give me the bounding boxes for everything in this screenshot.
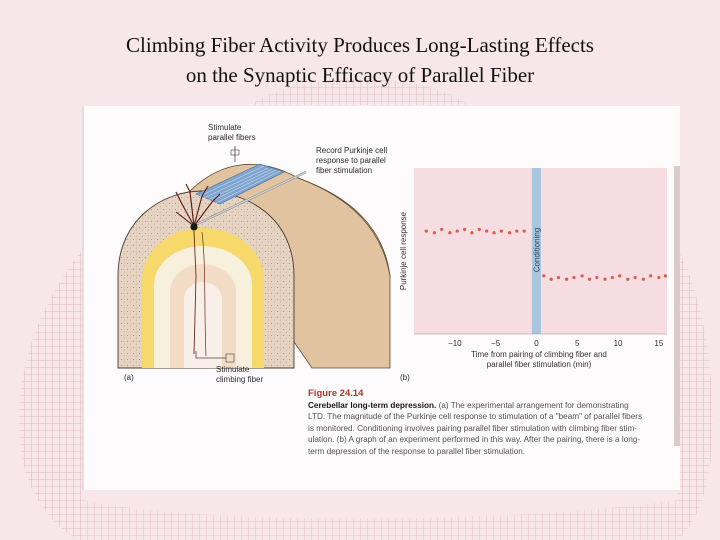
panel-b-label: (b) — [400, 373, 410, 382]
data-point — [641, 277, 645, 281]
y-axis-label: Purkinje cell response — [399, 211, 408, 290]
x-axis-label-line-1: Time from pairing of climbing fiber and — [471, 350, 607, 359]
data-point — [633, 275, 637, 280]
x-tick-label: 0 — [534, 339, 539, 348]
figure-panels: Stimulate parallel fibers Record Purkinj… — [117, 123, 667, 384]
title-line-2: on the Synaptic Efficacy of Parallel Fib… — [185, 63, 535, 87]
panel-a-labels: Stimulate parallel fibers Record Purkinj… — [124, 123, 387, 384]
data-point — [603, 277, 607, 281]
data-point — [477, 227, 481, 232]
label-stimulate-climbing-2: climbing fiber — [216, 375, 263, 384]
figure-caption: Figure 24.14 Cerebellar long-term depres… — [308, 388, 678, 458]
x-tick-labels: −10 −5 0 5 10 15 — [448, 339, 664, 348]
label-stimulate-climbing-1: Stimulate — [216, 365, 250, 374]
label-stimulate-parallel-2: parallel fibers — [208, 133, 256, 142]
data-point — [587, 277, 592, 281]
figure-title: Cerebellar long-term depression. — [308, 400, 437, 410]
data-point — [470, 231, 474, 235]
data-point — [492, 231, 496, 235]
folium-illustration — [117, 146, 391, 369]
data-point — [522, 229, 526, 233]
data-point — [549, 277, 553, 281]
x-tick-label: 10 — [614, 339, 623, 348]
x-tick-label: −10 — [448, 339, 462, 348]
panel-a-label: (a) — [124, 373, 134, 382]
data-point — [515, 229, 519, 233]
data-point — [572, 275, 576, 280]
data-point — [424, 229, 428, 233]
data-point — [432, 231, 437, 235]
x-tick-label: 15 — [654, 339, 663, 348]
data-points — [424, 227, 667, 281]
data-point — [663, 274, 667, 278]
data-point — [565, 277, 569, 281]
data-point — [626, 277, 630, 281]
data-point — [485, 229, 489, 233]
caption-line-4: ulation. (b) A graph of an experiment pe… — [308, 435, 641, 445]
data-point — [618, 274, 622, 278]
data-point — [595, 275, 599, 280]
caption-line-3: is monitored. Conditioning involves pair… — [308, 423, 638, 433]
data-point — [542, 274, 546, 278]
slide-title: Climbing Fiber Activity Produces Long-La… — [0, 30, 720, 90]
label-record-3: fiber stimulation — [316, 166, 372, 175]
chart-panel-b: Conditioning Purkinje cell response −10−… — [399, 168, 667, 382]
data-point — [463, 227, 467, 232]
data-point — [556, 275, 561, 280]
label-record-2: response to parallel — [316, 156, 386, 165]
x-tick-label: 5 — [575, 339, 580, 348]
caption-line-2: LTD. The magnitude of the Purkinje cell … — [308, 412, 643, 422]
label-record-1: Record Purkinje cell — [316, 146, 387, 155]
caption-line-1: (a) The experimental arrangement for dem… — [438, 400, 629, 410]
data-point — [580, 274, 584, 278]
data-point — [657, 275, 661, 280]
textbook-figure: Stimulate parallel fibers Record Purkinj… — [82, 106, 680, 490]
label-stimulate-parallel-1: Stimulate — [208, 123, 242, 132]
figure-number: Figure 24.14 — [308, 388, 364, 399]
data-point — [507, 231, 512, 235]
conditioning-label: Conditioning — [532, 228, 541, 272]
page-edge-strip — [674, 166, 680, 446]
data-point — [455, 229, 459, 233]
caption-line-5: term depression of the response to paral… — [308, 446, 526, 456]
x-tick-label: −5 — [491, 339, 501, 348]
x-axis-label-line-2: parallel fiber stimulation (min) — [487, 360, 592, 369]
data-point — [499, 229, 503, 233]
conditioning-band — [531, 168, 541, 334]
title-line-1: Climbing Fiber Activity Produces Long-La… — [126, 33, 594, 57]
data-point — [448, 231, 452, 235]
data-point — [440, 227, 444, 232]
data-point — [610, 275, 614, 280]
data-point — [649, 274, 653, 278]
